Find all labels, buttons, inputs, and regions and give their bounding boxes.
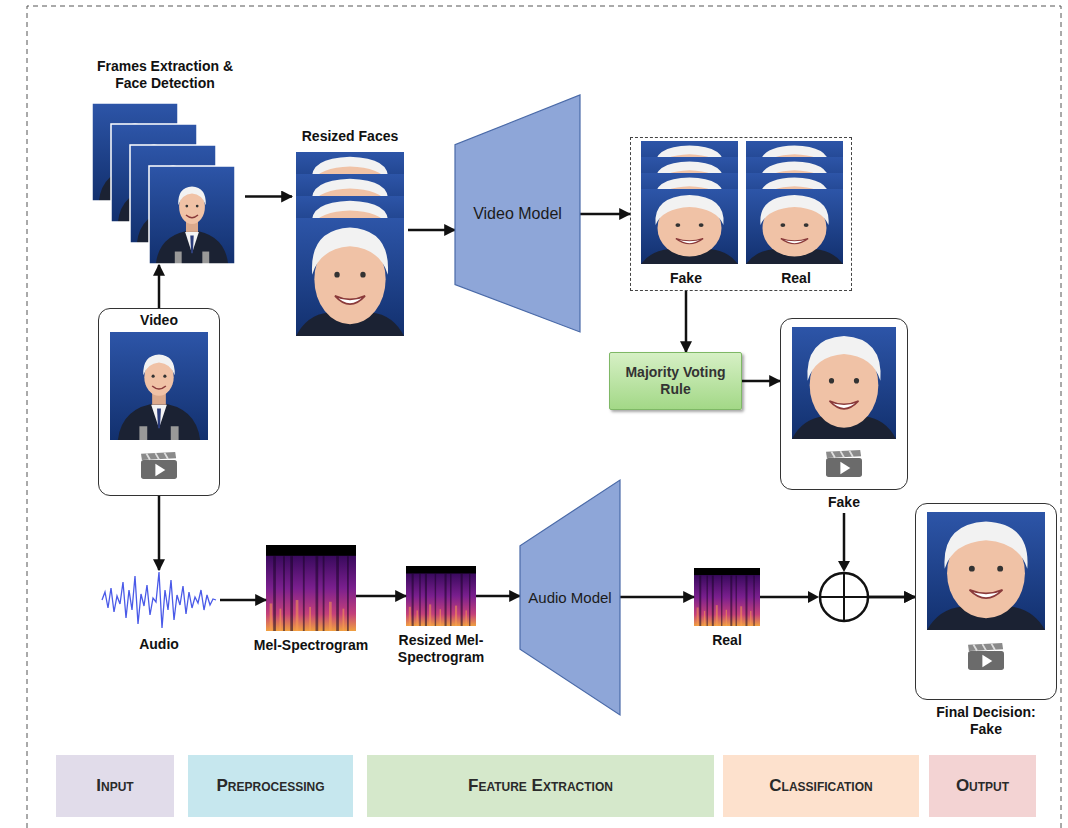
final-thumbnail [927,512,1045,670]
spectrogram-item: Mel-Spectrogram [266,545,356,631]
stage-band: Classification [723,755,919,817]
real-spectrogram [694,568,760,626]
stage-label: Classification [769,776,872,796]
box-label: Majority Voting Rule [616,364,735,398]
flow-arrow [620,596,694,599]
flow-arrow [580,213,630,216]
flow-arrow [158,265,161,308]
frame-stack [92,103,235,264]
caption: Mel-Spectrogram [246,637,376,654]
video-thumbnail [110,332,208,479]
stage-label: Output [956,776,1009,796]
caption: Frames Extraction & Face Detection [85,58,245,92]
waveform-item: Audio [98,570,220,630]
flow-arrow [158,496,161,570]
stage-label: Preprocessing [216,776,324,796]
flow-arrow [220,599,266,602]
model-trapezoid: Audio Model [520,480,620,715]
real-face-stack [746,141,843,264]
rounded-outline [780,318,908,490]
prediction-box: FakeReal [630,137,852,291]
caption: Real [741,270,851,287]
mel-spectrogram [266,545,356,631]
flow-arrow [408,229,455,232]
final-video-box: Final Decision: Fake [915,503,1057,740]
caption: Real [687,632,767,649]
caption: Fake [789,494,899,511]
face-stack [296,152,404,336]
stage-band: Output [929,755,1036,817]
fake-face-stack [641,141,738,264]
stage-band: Preprocessing [188,755,353,817]
stage-label: Feature Extraction [468,776,613,796]
process-box: Majority Voting Rule [609,352,742,410]
resized-spectrogram [406,566,476,626]
model-trapezoid: Video Model [455,95,580,332]
image-stack: Resized Faces [292,128,408,338]
outer-frame [27,6,1061,828]
flow-arrow [844,513,915,597]
caption: Resized Faces [292,128,408,145]
fake-thumbnail [792,327,896,477]
sum-symbol [808,561,868,621]
rounded-outline [915,503,1057,700]
spectrogram-item: Resized Mel-Spectrogram [406,566,476,626]
result-video-box: Fake [780,318,908,513]
box-label: Audio Model [528,589,611,607]
stage-label: Input [96,776,133,796]
flow-arrow [245,195,292,198]
flow-arrow [685,291,688,352]
stage-band: Feature Extraction [367,755,714,817]
caption: Final Decision: Fake [926,704,1046,738]
caption: Resized Mel-Spectrogram [382,632,500,666]
stage-band: Input [56,755,174,817]
flow-arrow [742,380,780,383]
box-label: Video Model [473,204,562,223]
flow-arrow [476,595,520,598]
caption: Video [140,312,178,329]
audio-waveform [102,572,216,628]
flow-arrow [356,595,406,598]
spectrogram-item: Real [694,568,760,626]
caption: Audio [109,636,209,653]
caption: Fake [631,270,741,287]
input-video-box: Video [98,308,220,496]
image-stack: Frames Extraction & Face Detection [85,58,245,265]
